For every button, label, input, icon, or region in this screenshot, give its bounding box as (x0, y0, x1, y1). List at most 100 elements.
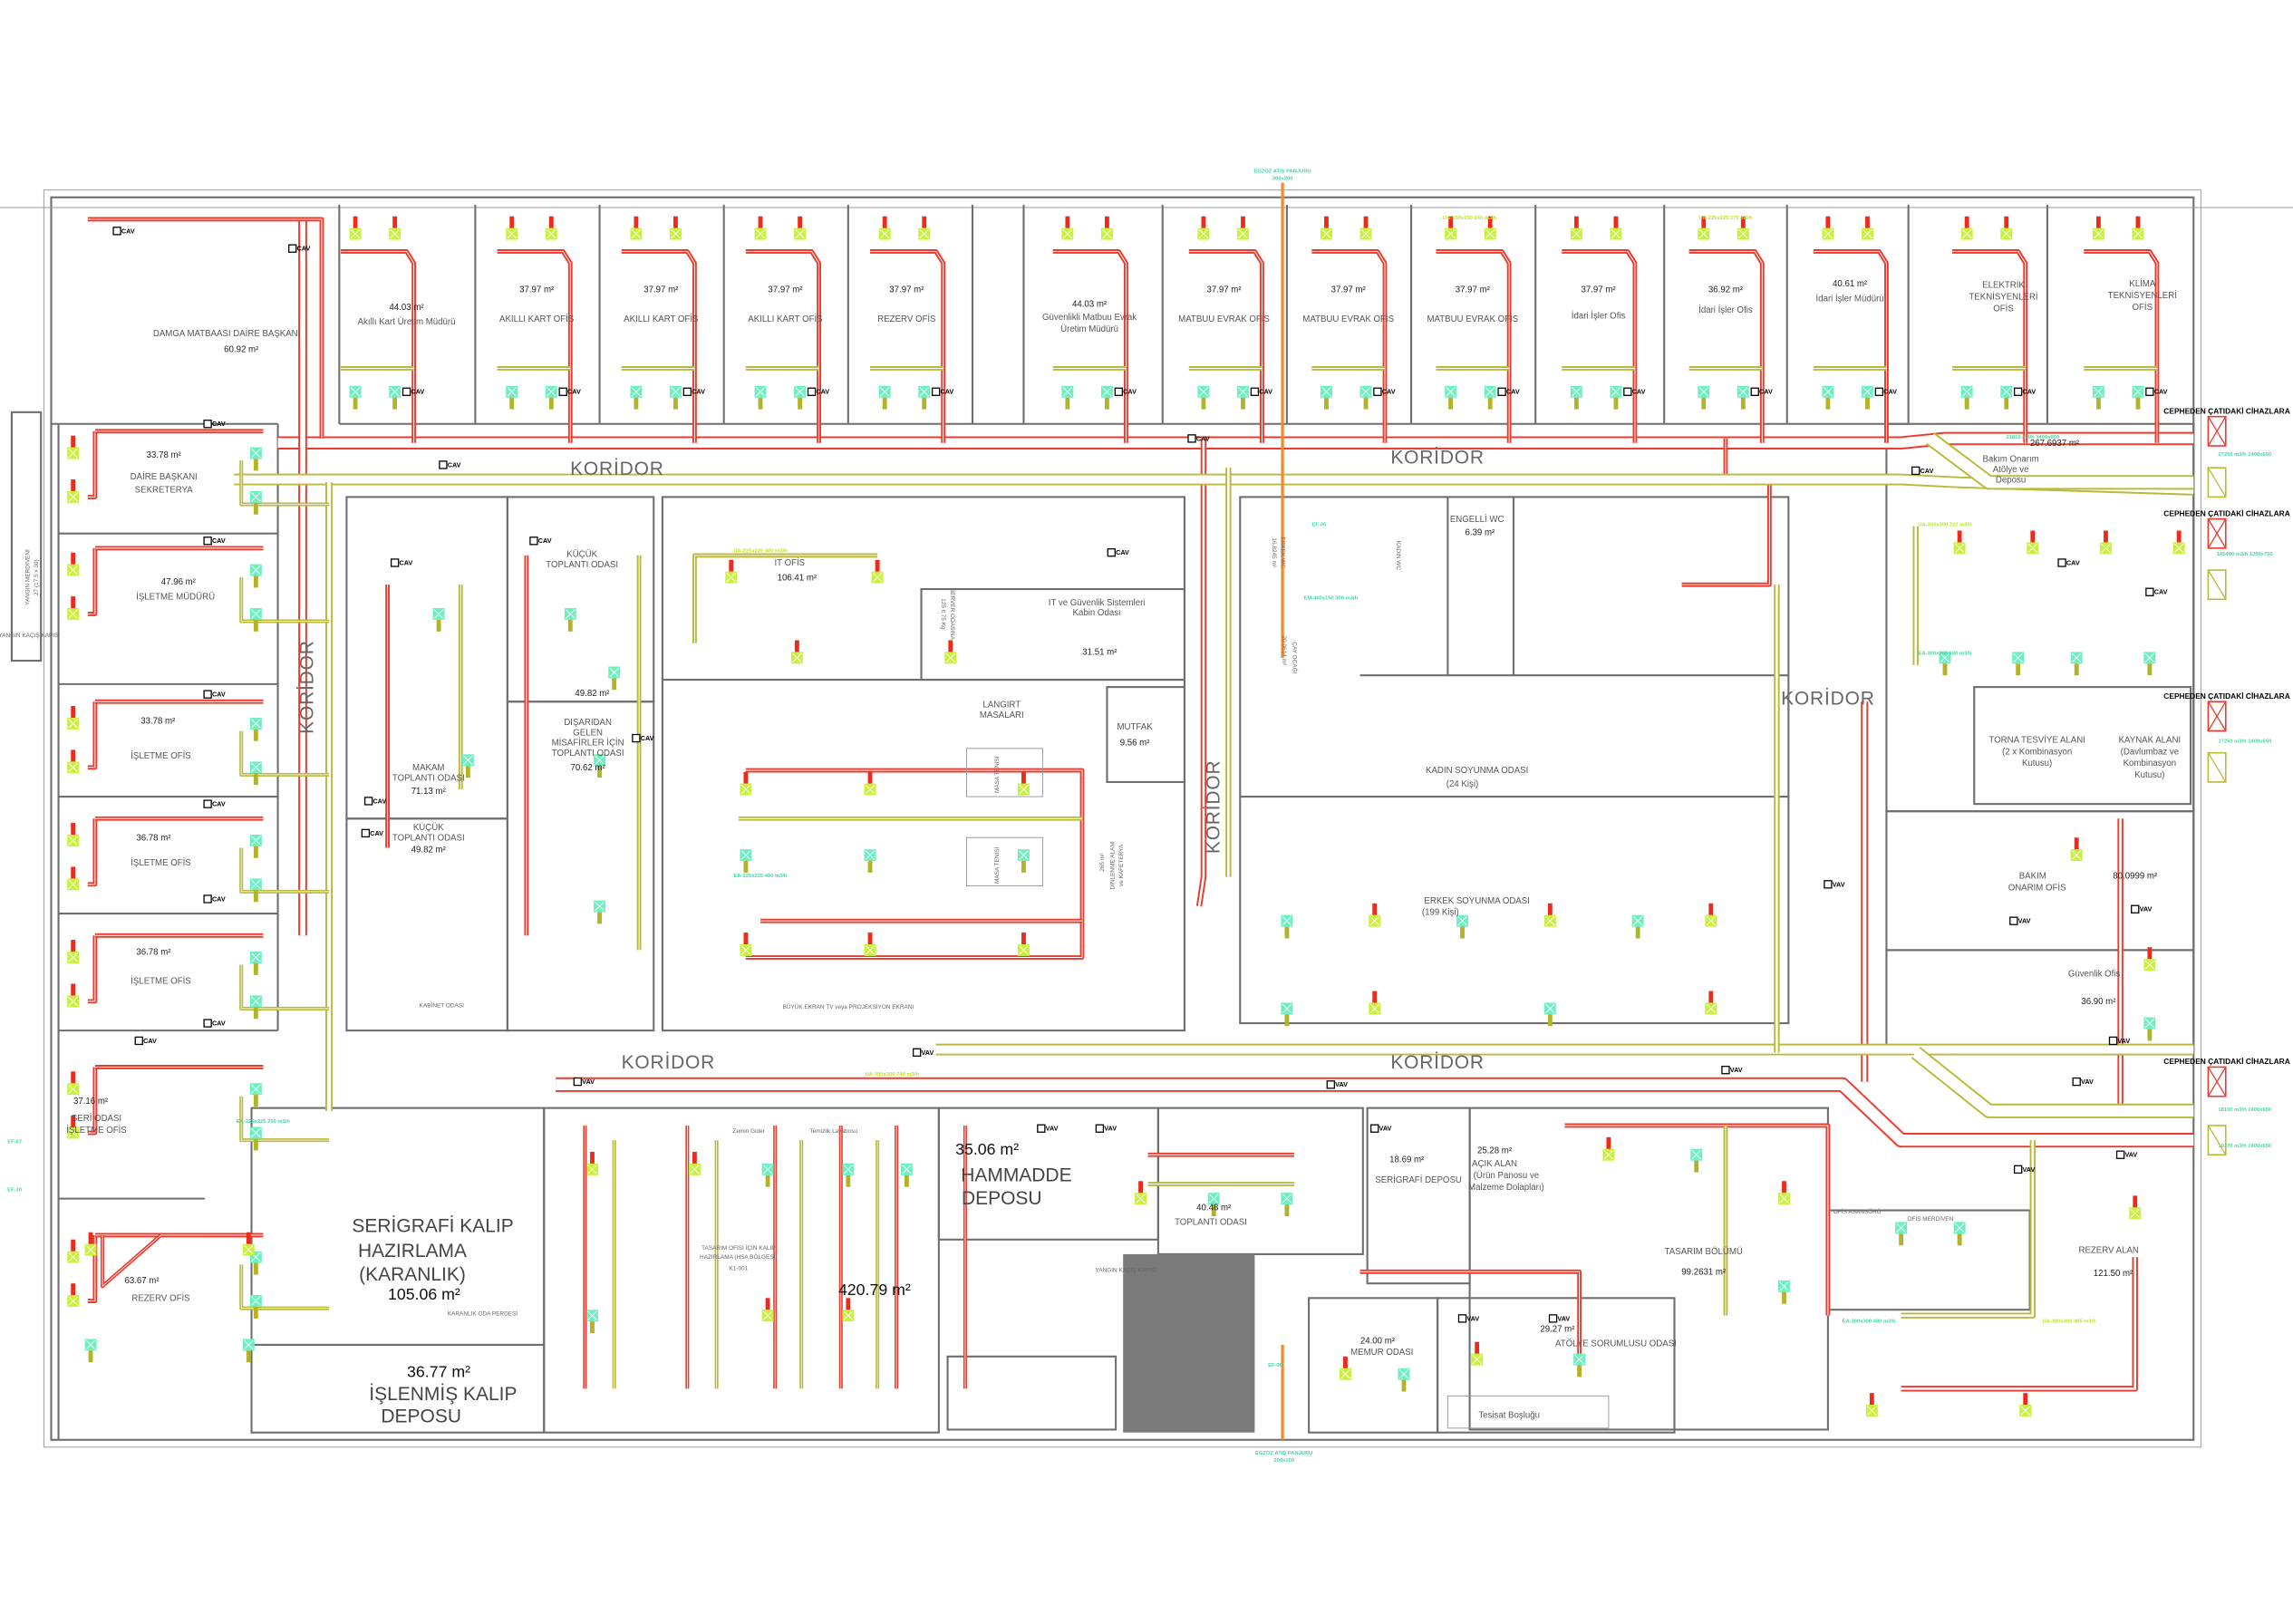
supply-branch (87, 547, 98, 616)
return-diffuser-icon (669, 385, 682, 410)
cav-box-icon: CAV (1187, 434, 1210, 443)
damper-body (2009, 916, 2018, 925)
room-name: (KARANLIK) (359, 1264, 466, 1285)
return-branch (1901, 1140, 2037, 1319)
room-area: 40.48 m² (1196, 1204, 1232, 1213)
room-name: KADIN WC (1395, 541, 1401, 571)
supply-diffuser-icon (1543, 903, 1556, 927)
return-diffuser-icon (1737, 385, 1749, 410)
damper-body (112, 227, 121, 236)
diffuser-neck (1547, 1014, 1553, 1027)
louvre-frame (2207, 751, 2227, 783)
supply-diffuser-icon (67, 823, 80, 846)
damper-body (573, 1077, 583, 1087)
supply-branch-inner (2084, 250, 2158, 443)
room-name: DEPOSU (962, 1188, 1042, 1209)
diffuser-neck (798, 397, 803, 410)
diffuser-neck (548, 397, 554, 410)
diffuser-cross (1321, 387, 1331, 397)
damper-body (439, 460, 448, 469)
supply-diffuser-icon (842, 1298, 855, 1322)
diffuser-cross (1369, 915, 1379, 926)
diffuser-neck (246, 1350, 251, 1363)
room-name: ONARIM OFİS (2008, 883, 2066, 893)
diffuser-neck (765, 1174, 770, 1187)
supply-branch-inner (1952, 250, 2027, 443)
damper-body (361, 828, 371, 838)
diffuser-cross (2144, 960, 2155, 970)
diffuser-neck (253, 1306, 258, 1319)
damper-body (1095, 1124, 1105, 1133)
diffuser-neck (1065, 397, 1070, 410)
facade-label: CEPHEDEN ÇATIDAKİ CİHAZLARA (2163, 406, 2289, 415)
return-diffuser-icon (1895, 1222, 1908, 1246)
diffuser-cross (85, 1244, 96, 1255)
diffuser-neck (1241, 397, 1245, 410)
room-area: 25.28 m² (1477, 1146, 1513, 1156)
diffuser-cross (740, 784, 751, 795)
supply-tag: UA-225x225 375 m3/h (1698, 216, 1753, 221)
room-area: 36.77 m² (407, 1362, 470, 1380)
diffuser-cross (68, 836, 78, 846)
diffuser-neck (1021, 771, 1026, 784)
diffuser-cross (68, 448, 78, 459)
damper-label: CAV (212, 691, 226, 699)
damper-body (2145, 387, 2154, 396)
return-diffuser-icon (1570, 385, 1582, 410)
return-diffuser-icon (1445, 385, 1457, 410)
corridor-label: KORİDOR (570, 459, 664, 479)
supply-branch-inner (1311, 250, 1386, 443)
supply-branch-inner (621, 250, 695, 443)
diffuser-cross (690, 1165, 700, 1174)
damper-label: CAV (1759, 388, 1773, 396)
return-diffuser-icon (2143, 1017, 2156, 1041)
supply-tag: UA-225x225 300 m3/h (733, 549, 788, 555)
damper-label: CAV (567, 388, 581, 396)
room-name: ÇAY OCAĞI (1291, 642, 1299, 673)
damper-label: CAV (370, 829, 383, 837)
damper-body (1250, 387, 1260, 396)
return-diffuser-icon (2132, 385, 2144, 410)
room-area: 40.61 m² (1833, 279, 1868, 289)
diffuser-neck (465, 766, 470, 778)
supply-diffuser-icon (864, 933, 876, 956)
diffuser-neck (2074, 663, 2079, 676)
vav-box-icon: VAV (2131, 904, 2153, 914)
supply-diffuser-icon (1705, 903, 1717, 927)
diffuser-neck (590, 1321, 595, 1334)
diffuser-cross (762, 1310, 773, 1320)
diffuser-neck (1201, 397, 1206, 410)
return-diffuser-icon (84, 1339, 97, 1363)
table-tennis-label: MASA TENİSİ (992, 847, 1001, 884)
supply-diffuser-icon (2092, 216, 2104, 240)
supply-branch-inner (745, 250, 820, 443)
room-name: ERKEK WC (1279, 537, 1285, 569)
diffuser-cross (843, 1165, 854, 1174)
cav-box-icon: CAV (390, 558, 412, 567)
room-area: 99.2631 m² (1681, 1268, 1727, 1278)
diffuser-neck (729, 559, 734, 572)
diffuser-cross (251, 609, 261, 619)
diffuser-cross (631, 387, 642, 397)
return-diffuser-icon (1398, 1368, 1410, 1392)
room-name: TORNA TESVİYE ALANI (1988, 735, 2085, 745)
diffuser-cross (1102, 387, 1112, 397)
supply-branch (1562, 249, 1638, 443)
damper-label: CAV (641, 734, 654, 742)
room-area: 37.16 m² (73, 1097, 109, 1107)
diffuser-neck (436, 619, 441, 632)
flow-tags: UA-225x225 300 m3/h EA-225x225 400 m3/h … (7, 216, 2096, 1368)
diffuser-cross (595, 755, 605, 765)
diffuser-neck (1547, 903, 1553, 915)
diffuser-cross (1209, 1194, 1219, 1204)
damper-label: CAV (448, 460, 461, 469)
damper-body (203, 420, 212, 429)
diffuser-neck (1105, 216, 1109, 228)
room-name: HAZIRLAMA (HSA BÖLGESİ) (700, 1252, 778, 1261)
diffuser-cross (919, 387, 929, 397)
supply-branch-inner (497, 250, 571, 443)
diffuser-neck (2176, 530, 2182, 543)
return-diffuser-icon (249, 761, 262, 786)
supply-branch-inner (102, 1234, 205, 1287)
exhaust-size-top: 300x200 (1272, 176, 1293, 181)
